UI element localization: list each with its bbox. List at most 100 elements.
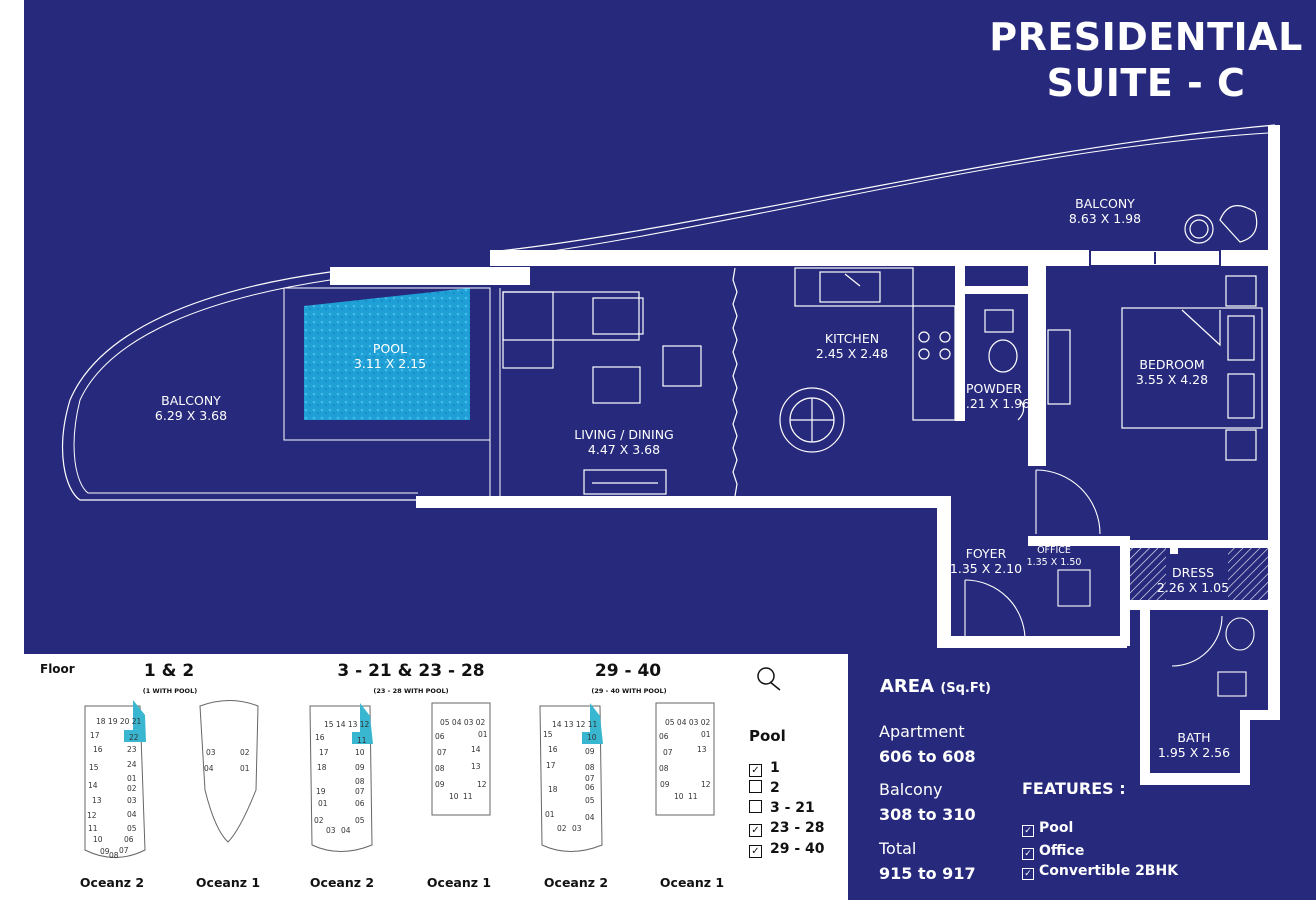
svg-text:13: 13 <box>697 745 707 754</box>
living-furniture <box>502 267 738 497</box>
floor-label: Floor <box>40 662 75 676</box>
svg-text:01: 01 <box>318 799 328 808</box>
svg-text:17: 17 <box>319 748 329 757</box>
checkbox-empty-icon <box>749 800 762 813</box>
svg-text:24: 24 <box>127 760 137 769</box>
key-plan-drawings <box>84 700 715 858</box>
powder-fixtures <box>984 309 1025 421</box>
svg-text:09: 09 <box>100 847 110 856</box>
building-name: Oceanz 1 <box>659 875 725 890</box>
checkbox-checked-icon: ✓ <box>749 845 762 858</box>
svg-text:02: 02 <box>127 784 137 793</box>
svg-text:01: 01 <box>127 774 137 783</box>
apartment-value: 606 to 608 <box>879 747 976 766</box>
dress-wardrobe-right <box>1228 545 1268 603</box>
balcony-top-outline <box>489 124 1276 253</box>
svg-text:06: 06 <box>435 732 445 741</box>
building-name: Oceanz 2 <box>543 875 609 890</box>
svg-text:06: 06 <box>585 783 595 792</box>
balcony-value: 308 to 310 <box>879 805 976 824</box>
area-title: AREA (Sq.Ft) <box>880 676 991 697</box>
svg-text:07: 07 <box>663 748 673 757</box>
svg-text:08: 08 <box>435 764 445 773</box>
svg-text:12: 12 <box>87 811 97 820</box>
svg-text:04: 04 <box>585 813 595 822</box>
svg-text:05: 05 <box>585 796 595 805</box>
checkbox-checked-icon: ✓ <box>1022 848 1034 860</box>
checkbox-checked-icon: ✓ <box>1022 868 1034 880</box>
svg-text:22: 22 <box>129 733 139 742</box>
svg-text:01: 01 <box>545 810 555 819</box>
svg-text:01: 01 <box>240 764 250 773</box>
svg-text:04: 04 <box>204 764 214 773</box>
checkbox-checked-icon: ✓ <box>1022 825 1034 837</box>
svg-text:02: 02 <box>557 824 567 833</box>
svg-text:07: 07 <box>355 787 365 796</box>
svg-text:19: 19 <box>316 787 326 796</box>
svg-text:03: 03 <box>326 826 336 835</box>
page-title: PRESIDENTIAL SUITE - C <box>986 14 1306 106</box>
svg-text:02: 02 <box>314 816 324 825</box>
svg-text:02: 02 <box>240 748 250 757</box>
svg-text:17: 17 <box>90 731 100 740</box>
svg-text:18 19 20 21: 18 19 20 21 <box>96 717 142 726</box>
floor-group-title: 1 & 2 <box>143 661 195 681</box>
checkbox-empty-icon <box>749 780 762 793</box>
floor-group-subtitle: (23 - 28 WITH POOL) <box>373 687 449 695</box>
svg-text:09: 09 <box>435 780 445 789</box>
svg-text:08: 08 <box>355 777 365 786</box>
svg-text:18: 18 <box>548 785 558 794</box>
svg-text:23: 23 <box>127 745 137 754</box>
svg-text:04: 04 <box>127 810 137 819</box>
svg-text:10: 10 <box>674 792 684 801</box>
svg-text:03: 03 <box>572 824 582 833</box>
feature-item: ✓Pool <box>1022 820 1073 837</box>
svg-text:10: 10 <box>93 835 103 844</box>
pool-water <box>304 288 470 420</box>
bedroom-furniture <box>1047 205 1263 461</box>
svg-text:14: 14 <box>471 745 481 754</box>
svg-text:15: 15 <box>543 730 553 739</box>
svg-text:01: 01 <box>701 730 711 739</box>
svg-text:06: 06 <box>355 799 365 808</box>
svg-text:15: 15 <box>89 763 99 772</box>
total-value: 915 to 917 <box>879 864 976 883</box>
svg-text:10: 10 <box>449 792 459 801</box>
svg-text:18: 18 <box>317 763 327 772</box>
checkbox-checked-icon: ✓ <box>749 824 762 837</box>
floor-group-title: 3 - 21 & 23 - 28 <box>337 661 485 681</box>
svg-text:07: 07 <box>437 748 447 757</box>
svg-text:11: 11 <box>357 736 367 745</box>
svg-text:05 04 03 02: 05 04 03 02 <box>440 718 486 727</box>
svg-text:12: 12 <box>477 780 487 789</box>
svg-text:13: 13 <box>92 796 102 805</box>
svg-text:15 14 13 12: 15 14 13 12 <box>324 720 370 729</box>
svg-text:13: 13 <box>471 762 481 771</box>
floor-group-title: 29 - 40 <box>594 661 662 681</box>
checkbox-checked-icon: ✓ <box>749 764 762 777</box>
svg-text:12: 12 <box>701 780 711 789</box>
features-title: FEATURES : <box>1022 779 1126 798</box>
pool-legend-item: 2 <box>749 779 780 796</box>
floor-group-subtitle: (1 WITH POOL) <box>142 687 198 695</box>
doors <box>964 469 1255 697</box>
key-plan-panel <box>0 654 848 900</box>
pool-legend-item: ✓1 <box>749 760 780 777</box>
pool-legend-item: 3 - 21 <box>749 799 815 816</box>
title-line-2: SUITE - C <box>1046 61 1246 105</box>
balcony-left-outline <box>61 271 418 501</box>
svg-text:05 04 03 02: 05 04 03 02 <box>665 718 711 727</box>
svg-text:11: 11 <box>88 824 98 833</box>
svg-text:17: 17 <box>546 761 556 770</box>
svg-text:08: 08 <box>585 763 595 772</box>
kitchen-fixtures <box>779 267 956 453</box>
